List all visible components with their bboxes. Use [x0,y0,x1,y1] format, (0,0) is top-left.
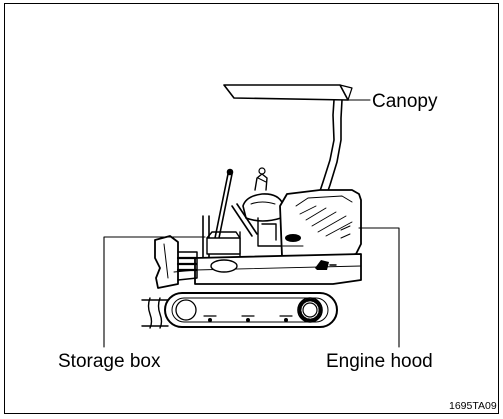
engine-hood [279,189,362,259]
attachment-stub [141,297,169,329]
undercarriage-body [194,253,362,285]
storage-box [206,231,241,255]
leader-lines [103,99,400,348]
dozer-blade [154,235,198,289]
canopy-label: Canopy [372,91,438,112]
engine-hood-leader [358,227,400,348]
storage-box-leader [103,236,206,348]
storage-box-label: Storage box [58,351,161,372]
engine-hood-label: Engine hood [326,351,433,372]
canopy-roof [223,84,353,101]
cab-frame [239,217,283,259]
canopy-pillar [316,99,343,203]
figure-code: 1695TA09 [449,400,497,412]
crawler-track [164,292,338,328]
operator-seat [242,167,284,222]
